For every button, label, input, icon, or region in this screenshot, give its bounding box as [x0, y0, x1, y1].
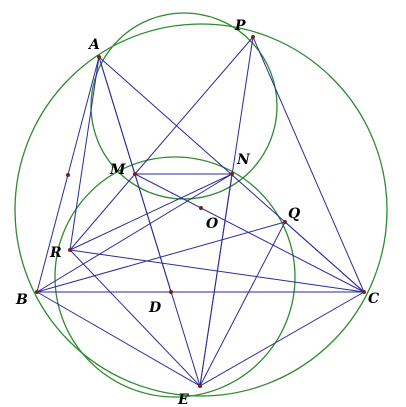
- point-n: [230, 172, 234, 176]
- point-e: [198, 384, 202, 388]
- label-o: O: [206, 216, 219, 232]
- label-p: P: [234, 18, 246, 34]
- point-center-upper: [66, 173, 70, 177]
- segment-re: [69, 249, 201, 387]
- labels: A P M N O Q R B D C E: [15, 18, 379, 407]
- segment-ae: [98, 56, 201, 387]
- point-c: [362, 290, 366, 294]
- circles: [14, 12, 388, 398]
- label-a: A: [87, 37, 100, 53]
- point-b: [35, 290, 39, 294]
- label-q: Q: [288, 206, 300, 222]
- circle-lower: [54, 156, 296, 398]
- point-p: [251, 35, 255, 39]
- points: [35, 35, 366, 388]
- label-c: C: [368, 291, 379, 307]
- point-q: [283, 220, 287, 224]
- label-m: M: [109, 162, 126, 178]
- segment-mc: [134, 173, 365, 293]
- segment-nr: [69, 173, 233, 251]
- segment-be: [36, 291, 201, 387]
- label-d: D: [148, 300, 162, 316]
- segment-ar: [69, 56, 100, 251]
- label-e: E: [177, 392, 189, 407]
- segment-qe: [199, 221, 286, 387]
- segments: [36, 36, 365, 387]
- label-r: R: [49, 245, 62, 261]
- label-b: B: [15, 292, 28, 308]
- point-o: [199, 206, 203, 210]
- circumcircle: [14, 23, 388, 397]
- segment-qc: [284, 221, 365, 293]
- point-r: [68, 248, 72, 252]
- label-n: N: [236, 152, 251, 168]
- segment-ne: [199, 173, 233, 387]
- segment-nb: [36, 173, 233, 293]
- segment-ce: [199, 291, 365, 387]
- segment-pm: [134, 36, 254, 175]
- point-m: [133, 172, 137, 176]
- segment-mr: [69, 173, 136, 251]
- point-a: [97, 55, 101, 59]
- segment-qb: [36, 221, 286, 293]
- point-d: [169, 290, 173, 294]
- segment-pc: [252, 36, 365, 293]
